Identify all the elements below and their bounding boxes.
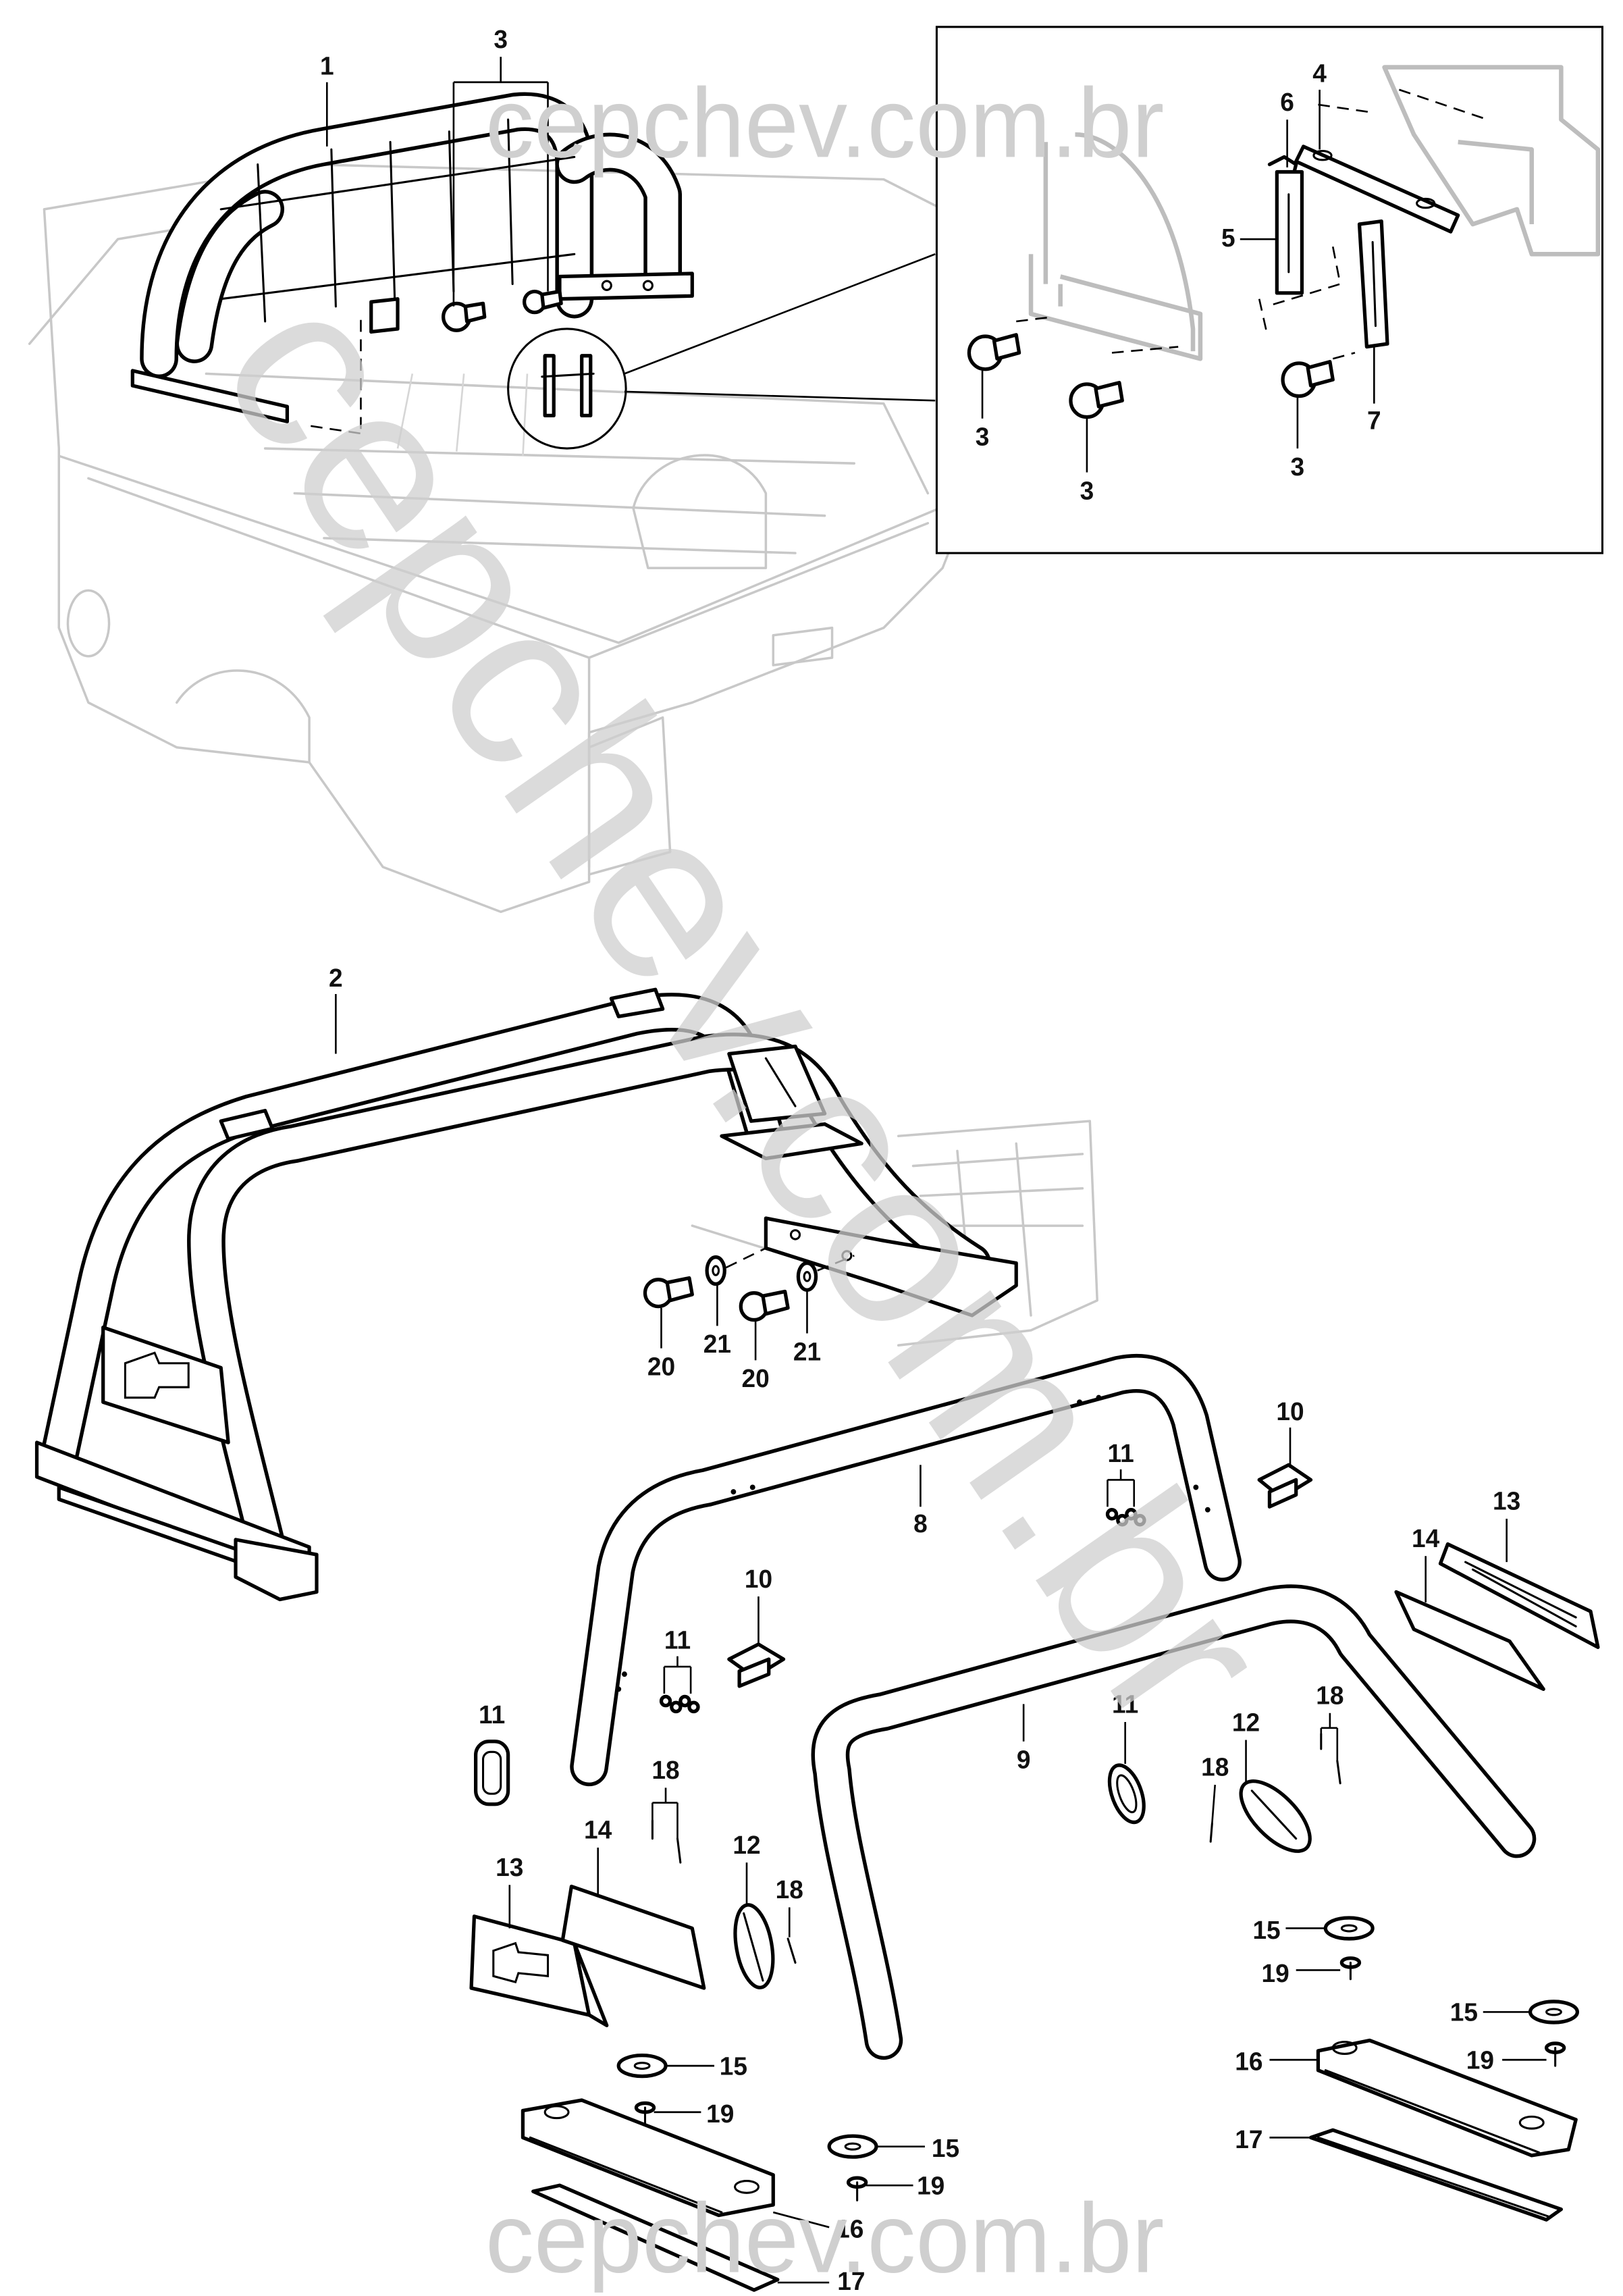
callout-3-inset-c: 3 bbox=[1291, 452, 1305, 481]
bolt-3-c bbox=[967, 333, 1021, 371]
callout-10-b: 10 bbox=[745, 1565, 772, 1593]
bolt-3-d bbox=[1069, 381, 1124, 419]
bolt-20-b bbox=[739, 1289, 790, 1322]
plate-7 bbox=[1357, 219, 1389, 349]
callout-3-inset-a: 3 bbox=[976, 422, 990, 450]
screw-19-c bbox=[1339, 1956, 1362, 1981]
detail-circle bbox=[507, 328, 627, 450]
plate-5 bbox=[1275, 169, 1304, 295]
callout-14-b: 14 bbox=[1412, 1524, 1439, 1553]
callout-20-b: 20 bbox=[741, 1364, 769, 1392]
callout-6: 6 bbox=[1280, 88, 1294, 116]
cap-12-b bbox=[1239, 1779, 1312, 1853]
callout-7: 7 bbox=[1367, 406, 1381, 434]
callout-15-a: 15 bbox=[720, 2052, 747, 2080]
callout-18-d: 18 bbox=[1316, 1681, 1343, 1709]
callout-9: 9 bbox=[1017, 1745, 1031, 1773]
callout-10-a: 10 bbox=[1276, 1397, 1304, 1426]
callout-13-a: 13 bbox=[496, 1853, 523, 1881]
callout-15-b: 15 bbox=[932, 2134, 959, 2162]
callout-15-c: 15 bbox=[1252, 1916, 1280, 1944]
callout-11-a: 11 bbox=[1108, 1439, 1134, 1467]
callout-19-b: 19 bbox=[917, 2171, 944, 2199]
screw-19-b bbox=[846, 2176, 868, 2201]
base-mount-16-b bbox=[1316, 2038, 1578, 2158]
fastener-11-b bbox=[659, 1694, 700, 1714]
fastener-11-a bbox=[1105, 1508, 1146, 1527]
callout-11-b: 11 bbox=[664, 1625, 691, 1654]
bolt-3-a bbox=[442, 301, 487, 332]
emblem-plate-13-a bbox=[469, 1914, 609, 2028]
washer-15-a bbox=[616, 2053, 668, 2079]
bolt-20-a bbox=[643, 1276, 694, 1309]
base-mount-16-a bbox=[521, 2098, 775, 2218]
callout-18-b: 18 bbox=[776, 1875, 803, 1904]
callout-12-b: 12 bbox=[1232, 1708, 1260, 1736]
screw-19-a bbox=[634, 2101, 656, 2127]
callout-18-c: 18 bbox=[1201, 1752, 1229, 1781]
washer-21-a bbox=[705, 1255, 726, 1286]
callout-16-a: 16 bbox=[836, 2214, 863, 2243]
callout-14-a: 14 bbox=[584, 1815, 612, 1844]
callout-3-inset-b: 3 bbox=[1080, 476, 1094, 504]
emblem-plate-13-b bbox=[1438, 1542, 1600, 1649]
clip-10-a bbox=[1257, 1463, 1313, 1509]
callout-3-top: 3 bbox=[494, 25, 508, 53]
callout-11-d: 11 bbox=[1112, 1690, 1138, 1718]
callout-13-b: 13 bbox=[1493, 1486, 1520, 1515]
watermark-bottom: cepchev.com.br bbox=[485, 2183, 1164, 2293]
washer-15-b bbox=[827, 2134, 878, 2159]
sport-bar-part-2 bbox=[34, 987, 1018, 1602]
bolt-3-e bbox=[1281, 360, 1335, 398]
headache-rack-part-1 bbox=[130, 92, 694, 423]
callout-19-a: 19 bbox=[706, 2099, 734, 2128]
decal-14-b bbox=[1394, 1590, 1545, 1691]
screw-19-d bbox=[1544, 2041, 1566, 2067]
pin-18-a bbox=[651, 1819, 682, 1864]
decal-14-a bbox=[560, 1884, 706, 1990]
callout-15-d: 15 bbox=[1450, 1998, 1478, 2026]
callout-16-b: 16 bbox=[1235, 2047, 1262, 2076]
base-plate-17-a bbox=[531, 2183, 780, 2292]
inset-detail: 6 4 5 7 3 3 3 bbox=[935, 26, 1603, 554]
callout-4: 4 bbox=[1312, 59, 1327, 87]
base-plate-17-b bbox=[1308, 2128, 1563, 2222]
callout-21-a: 21 bbox=[703, 1330, 731, 1358]
callout-11-c: 11 bbox=[479, 1700, 505, 1729]
callout-8: 8 bbox=[913, 1509, 928, 1538]
callout-18-a: 18 bbox=[651, 1756, 679, 1784]
washer-15-d bbox=[1528, 2000, 1579, 2025]
arch-tube-9 bbox=[811, 1584, 1537, 2060]
callout-20-a: 20 bbox=[647, 1352, 675, 1380]
arch-tube-8 bbox=[570, 1353, 1242, 1787]
cap-12-a bbox=[733, 1903, 775, 1989]
plug-11-d bbox=[1107, 1763, 1146, 1825]
callout-21-b: 21 bbox=[793, 1337, 821, 1365]
callout-12-a: 12 bbox=[733, 1831, 760, 1859]
pin-18-c bbox=[1209, 1822, 1213, 1843]
callout-17-a: 17 bbox=[837, 2267, 865, 2295]
callout-17-b: 17 bbox=[1235, 2125, 1262, 2154]
plug-11-c bbox=[474, 1740, 510, 1806]
callout-2: 2 bbox=[329, 964, 343, 992]
bolt-3-b bbox=[522, 289, 563, 315]
clip-10-b bbox=[727, 1642, 786, 1688]
washer-15-c bbox=[1323, 1916, 1375, 1941]
washer-21-b bbox=[796, 1261, 818, 1292]
callout-19-d: 19 bbox=[1466, 2045, 1494, 2074]
truck-ghost-outline bbox=[28, 163, 974, 914]
pin-18-d bbox=[1320, 1733, 1341, 1785]
bracket-4 bbox=[1294, 145, 1460, 234]
callout-19-c: 19 bbox=[1262, 1959, 1289, 1987]
callout-1: 1 bbox=[320, 51, 334, 80]
callout-5: 5 bbox=[1221, 224, 1235, 252]
watermark-top: cepchev.com.br bbox=[485, 68, 1164, 178]
pin-18-b bbox=[787, 1937, 797, 1964]
